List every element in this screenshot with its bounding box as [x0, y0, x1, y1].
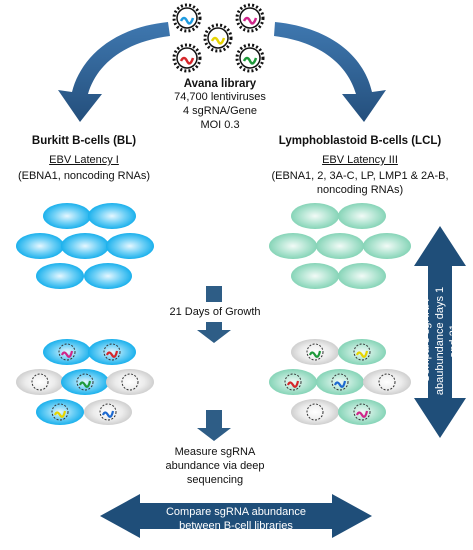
lcl-genes-line1: (EBNA1, 2, 3A-C, LP, LMP1 & 2A-B,: [271, 170, 449, 182]
growth-down-arrow: [197, 286, 231, 343]
compare-libraries-line2: between B-cell libraries: [179, 520, 293, 532]
virus-particle-red: [172, 43, 202, 73]
compare-libraries-double-arrow: [100, 494, 372, 538]
measure-line: abundance via deep: [165, 460, 265, 472]
bl-header: Burkitt B-cells (BL): [4, 135, 164, 147]
bl-cell: [36, 263, 84, 289]
lcl-header: Lymphoblastoid B-cells (LCL): [250, 135, 470, 147]
bl-cell: [43, 203, 91, 229]
compare-days-line1: Compare sgRNA: [420, 299, 432, 383]
bl-cell: [16, 233, 64, 259]
lcl-cell: [269, 233, 317, 259]
bl-cell: [88, 203, 136, 229]
lcl-title: Lymphoblastoid B-cells (LCL): [278, 135, 442, 147]
library-info: Avana library 74,700 lentiviruses 4 sgRN…: [150, 78, 290, 132]
compare-days-double-arrow: [414, 226, 466, 438]
compare-days-label: Compare sgRNA abaubundance days 1 and 21: [419, 282, 461, 400]
compare-libraries-line1: Compare sgRNA abundance: [165, 506, 307, 518]
compare-libraries-label: Compare sgRNA abundance between B-cell l…: [136, 505, 336, 533]
bl-title: Burkitt B-cells (BL): [31, 135, 137, 147]
compare-days-line2: abaubundance days 1 and 21: [434, 286, 460, 396]
bl-latency-block: EBV Latency I (EBNA1, noncoding RNAs): [4, 153, 164, 183]
lcl-latency-block: EBV Latency III (EBNA1, 2, 3A-C, LP, LMP…: [250, 153, 470, 197]
bl-initial-cells: [16, 203, 154, 289]
library-line: MOI 0.3: [200, 119, 240, 131]
lcl-cell: [338, 263, 386, 289]
measure-line: Measure sgRNA: [174, 446, 256, 458]
lcl-genes-line2: noncoding RNAs): [316, 184, 404, 196]
library-line: 4 sgRNA/Gene: [183, 105, 257, 117]
lcl-cell: [338, 203, 386, 229]
measure-label: Measure sgRNA abundance via deep sequenc…: [150, 445, 280, 487]
lcl-initial-cells: [269, 203, 411, 289]
lcl-cell: [363, 233, 411, 259]
bl-cell: [61, 233, 109, 259]
lcl-cell: [291, 203, 339, 229]
library-line: 74,700 lentiviruses: [174, 91, 266, 103]
lcl-latency: EBV Latency III: [322, 154, 398, 166]
measure-down-arrow: [197, 410, 231, 441]
bl-cell: [84, 263, 132, 289]
curved-arrow-to-lcl: [274, 22, 386, 122]
lcl-final-cells: [269, 339, 411, 425]
measure-line: sequencing: [186, 474, 244, 486]
virus-particle-blue: [172, 3, 202, 33]
bl-cell: [106, 233, 154, 259]
library-title: Avana library: [183, 78, 257, 90]
bl-genes: (EBNA1, noncoding RNAs): [17, 170, 151, 182]
virus-particle-yellow: [203, 23, 233, 53]
growth-label: 21 Days of Growth: [169, 306, 261, 318]
virus-particle-green: [235, 43, 265, 73]
curved-arrow-to-bl: [58, 22, 170, 122]
bl-final-cells: [16, 339, 154, 425]
lcl-cell: [316, 233, 364, 259]
bl-latency: EBV Latency I: [49, 154, 119, 166]
lcl-cell: [291, 263, 339, 289]
virus-particle-magenta: [235, 3, 265, 33]
